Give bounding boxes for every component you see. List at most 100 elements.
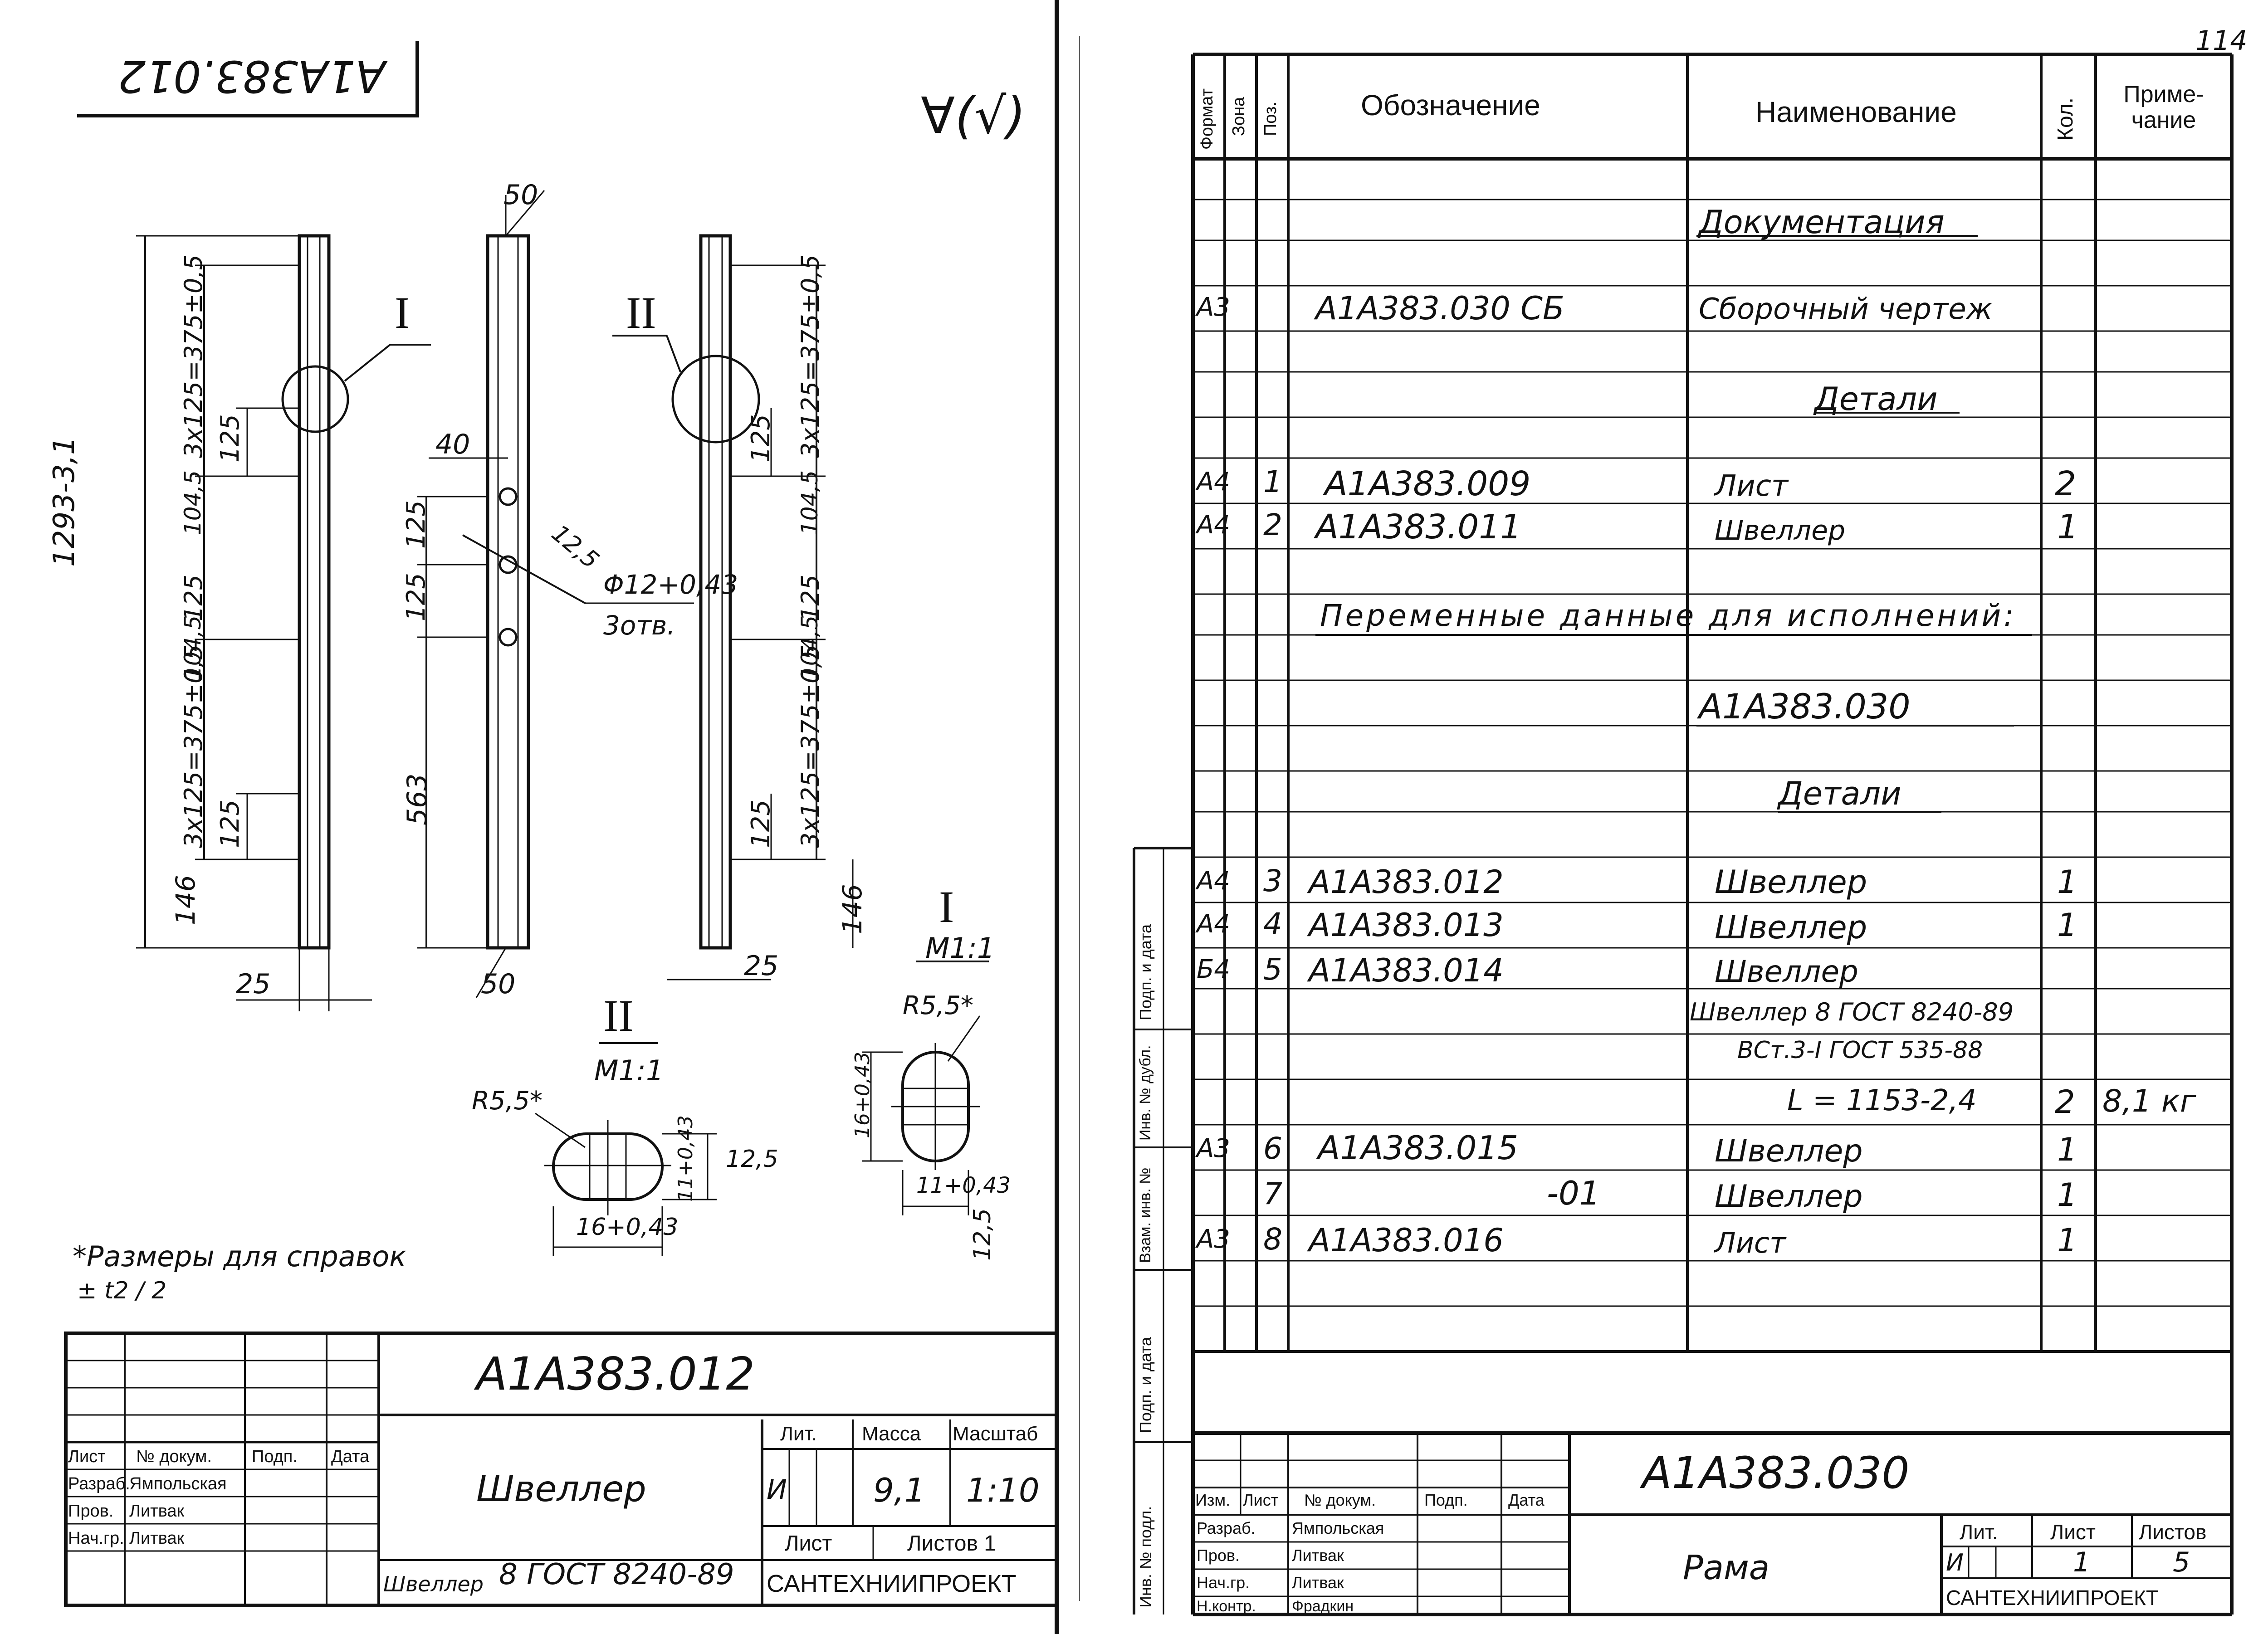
- assembly-designation: А1А383.030: [1642, 1448, 1910, 1498]
- detail-1-label: I: [939, 882, 954, 932]
- row-16-format: А3: [1197, 1224, 1230, 1254]
- title-col-list: Лист: [68, 1447, 106, 1466]
- dim-25-right: 25: [744, 950, 779, 982]
- row-16-pos: 8: [1263, 1222, 1282, 1257]
- header-pos: Поз.: [1261, 102, 1280, 136]
- title-role-2: Пров.: [68, 1502, 114, 1521]
- dim-40: 40: [435, 429, 470, 460]
- assembly-name: Рама: [1683, 1548, 1770, 1587]
- dim-563: 563: [401, 773, 433, 825]
- row-8-name: Швеллер: [1715, 863, 1867, 901]
- row-16-name: Лист: [1715, 1226, 1786, 1259]
- dim-p3-104-lower: 104,5: [797, 615, 823, 680]
- dim-125-upper: 125: [215, 414, 245, 463]
- title-col-date: Дата: [331, 1447, 370, 1466]
- title-person-2: Литвак: [129, 1502, 185, 1521]
- title-lit-value: И: [767, 1474, 787, 1506]
- detail-1-scale: М1:1: [925, 932, 995, 965]
- header-designation: Обозначение: [1361, 89, 1540, 122]
- row-3-format: А4: [1197, 467, 1230, 497]
- row-4-designation: А1А383.011: [1315, 507, 1522, 546]
- row-7-name: Детали: [1778, 775, 1901, 812]
- header-name: Наименование: [1755, 96, 1957, 128]
- row-8-designation: А1А383.012: [1309, 863, 1504, 901]
- drawing-linework: [64, 0, 1080, 1634]
- title-mass-value: 9,1: [873, 1471, 925, 1509]
- callout-label-2: II: [626, 288, 656, 338]
- header-note: Приме-чание: [2123, 81, 2204, 134]
- title-col-sign: Подп.: [252, 1447, 298, 1466]
- row-6-name: А1А383.030: [1699, 686, 1911, 727]
- tb-col-date: Дата: [1508, 1491, 1545, 1509]
- title-person-1: Ямпольская: [129, 1474, 227, 1493]
- title-material: 8 ГОСТ 8240-89: [499, 1558, 734, 1591]
- tb-sheets: 5: [2173, 1546, 2190, 1578]
- dim-125-lower: 125: [215, 800, 245, 848]
- side-label-5: Инв. № подл.: [1136, 1506, 1155, 1608]
- title-sheet: Лист: [785, 1532, 832, 1556]
- row-8-qty: 1: [2057, 863, 2077, 901]
- row-3-pos: 1: [1263, 464, 1282, 499]
- assembly-org: САНТЕХНИИПРОЕКТ: [1946, 1586, 2159, 1610]
- tb-person-3: Литвак: [1292, 1573, 1344, 1592]
- dim-overall: 1293-3,1: [48, 436, 81, 567]
- detail-1-width: 11+0,43: [916, 1173, 1011, 1198]
- specification-sheet-right: 114 Формат Зона Поз. Обозначение Наимено…: [1080, 0, 2268, 1634]
- row-5-variable-data: Переменные данные для исполнений:: [1320, 598, 2017, 633]
- row-13-note: 8,1 кг: [2102, 1083, 2196, 1119]
- row-10-format: Б4: [1197, 955, 1231, 984]
- row-8-pos: 3: [1263, 863, 1282, 898]
- row-14-pos: 6: [1263, 1131, 1282, 1166]
- row-9-name: Швеллер: [1715, 909, 1867, 946]
- row-3-qty: 2: [2055, 464, 2077, 503]
- title-material-prefix: Швеллер: [383, 1572, 484, 1596]
- title-role-1: Разраб.: [68, 1474, 130, 1493]
- dim-125-p2-a: 125: [401, 500, 431, 549]
- drawing-sheet-left: А1А383.012 ∀(√) I II 1293-3,1 3x125=375±…: [0, 0, 1080, 1634]
- row-9-designation: А1А383.013: [1309, 907, 1504, 944]
- row-9-pos: 4: [1263, 907, 1282, 941]
- dim-p3-125-upper: 125: [746, 414, 776, 463]
- title-col-doc: № докум.: [136, 1447, 212, 1466]
- row-9-format: А4: [1197, 909, 1230, 939]
- row-15-designation: -01: [1547, 1174, 1600, 1212]
- tb-person-4: Фрадкин: [1292, 1598, 1354, 1615]
- title-header-scale: Масштаб: [953, 1423, 1038, 1445]
- title-designation: А1А383.012: [476, 1347, 755, 1400]
- tb-col-doc: № докум.: [1304, 1491, 1376, 1509]
- title-header-lit: Лит.: [780, 1423, 817, 1445]
- dim-125-mid: 125: [179, 574, 208, 621]
- tb-h-lit: Лит.: [1960, 1520, 1998, 1544]
- tb-role-4: Н.контр.: [1197, 1598, 1256, 1615]
- title-scale-value: 1:10: [966, 1471, 1040, 1509]
- row-3-designation: А1А383.009: [1325, 464, 1531, 503]
- tb-role-2: Пров.: [1197, 1546, 1240, 1565]
- callout-label-1: I: [395, 288, 410, 338]
- row-3-name: Лист: [1715, 469, 1789, 503]
- row-15-name: Швеллер: [1715, 1179, 1863, 1215]
- header-qty: Кол.: [2053, 98, 2077, 141]
- detail-2-height: 11+0,43: [674, 1115, 697, 1202]
- dim-146: 146: [170, 875, 201, 925]
- row-9-qty: 1: [2057, 907, 2077, 944]
- spec-table-grid: [1133, 53, 2234, 1616]
- dim-p3-125-lower: 125: [746, 800, 776, 848]
- tb-h-sheets: Листов: [2139, 1520, 2207, 1544]
- title-org: САНТЕХНИИПРОЕКТ: [767, 1570, 1017, 1597]
- row-10-designation: А1А383.014: [1309, 952, 1504, 989]
- row-4-pos: 2: [1263, 507, 1282, 542]
- hole-spec: Φ12+0,43: [603, 569, 738, 600]
- row-15-qty: 1: [2057, 1176, 2077, 1214]
- row-14-designation: А1А383.015: [1318, 1129, 1519, 1167]
- tb-lit: И: [1946, 1549, 1964, 1576]
- tb-list: 1: [2073, 1546, 2091, 1578]
- detail-2-label: II: [603, 990, 634, 1041]
- detail-1-height: 16+0,43: [851, 1052, 874, 1138]
- corner-code: А1А383.012: [118, 51, 386, 102]
- header-zone: Зона: [1229, 97, 1248, 136]
- tb-col-izm: Изм.: [1195, 1491, 1231, 1509]
- row-11-material: Швеллер 8 ГОСТ 8240-89: [1690, 998, 2014, 1026]
- tb-h-list: Лист: [2050, 1520, 2096, 1544]
- row-2-name: Детали: [1814, 380, 1938, 418]
- side-label-4: Подп. и дата: [1136, 1336, 1155, 1433]
